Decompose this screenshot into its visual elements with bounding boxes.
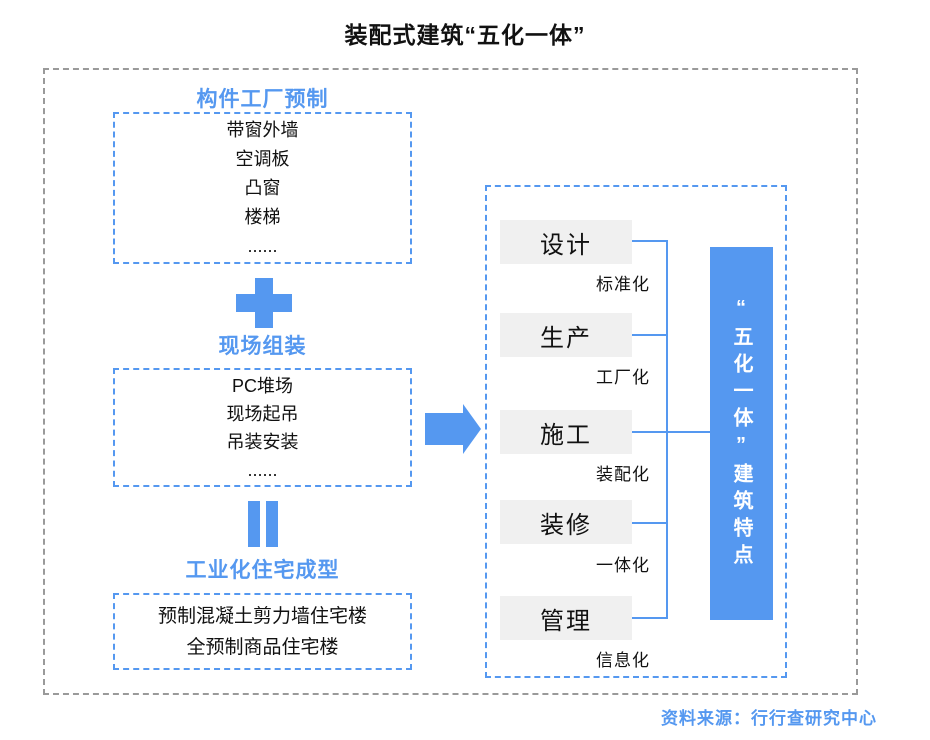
plus-icon <box>236 278 292 328</box>
industrial-housing-heading: 工业化住宅成型 <box>185 559 340 582</box>
list-item: 预制混凝土剪力墙住宅楼 <box>157 605 367 627</box>
stage-tag-integration: 一体化 <box>596 556 650 575</box>
list-item: PC堆场 <box>231 375 293 396</box>
list-item: 现场起吊 <box>226 403 299 424</box>
outer-dashed-frame <box>43 68 858 695</box>
site-assembly-box: PC堆场 现场起吊 吊装安装 ...... <box>113 368 412 487</box>
stage-box-design: 设计 <box>500 220 632 264</box>
list-item: 带窗外墙 <box>226 119 299 140</box>
list-item: 楼梯 <box>244 206 281 227</box>
stage-box-management: 管理 <box>500 596 632 640</box>
connector-line <box>632 522 668 524</box>
page-title: 装配式建筑“五化一体” <box>344 22 586 48</box>
stage-box-construction: 施工 <box>500 410 632 454</box>
source-caption: 资料来源：行行查研究中心 <box>661 709 877 728</box>
equals-icon <box>248 501 278 547</box>
list-item: 空调板 <box>235 148 290 169</box>
list-item: ...... <box>247 235 278 256</box>
list-item: 吊装安装 <box>226 431 299 452</box>
stage-box-decoration: 装修 <box>500 500 632 544</box>
site-assembly-heading: 现场组装 <box>218 335 307 358</box>
stage-tag-information: 信息化 <box>596 651 650 670</box>
list-item: 全预制商品住宅楼 <box>186 636 339 658</box>
connector-line-vertical <box>666 240 668 619</box>
right-panel-frame <box>485 185 787 678</box>
connector-line <box>632 334 668 336</box>
connector-line <box>632 431 668 433</box>
industrial-housing-box: 预制混凝土剪力墙住宅楼 全预制商品住宅楼 <box>113 593 412 670</box>
connector-line-bridge <box>666 431 712 433</box>
stage-box-production: 生产 <box>500 313 632 357</box>
list-item: 凸窗 <box>244 177 281 198</box>
stage-tag-assembly: 装配化 <box>596 465 650 484</box>
connector-line <box>632 240 668 242</box>
stage-tag-standardization: 标准化 <box>596 275 650 294</box>
arrow-right-icon <box>425 404 481 454</box>
factory-prefab-box: 带窗外墙 空调板 凸窗 楼梯 ...... <box>113 112 412 264</box>
factory-prefab-heading: 构件工厂预制 <box>196 88 329 111</box>
stage-tag-factory: 工厂化 <box>596 368 650 387</box>
connector-line <box>632 617 668 619</box>
list-item: ...... <box>247 459 278 480</box>
summary-box: “五化一体”建筑特点 <box>710 247 773 620</box>
